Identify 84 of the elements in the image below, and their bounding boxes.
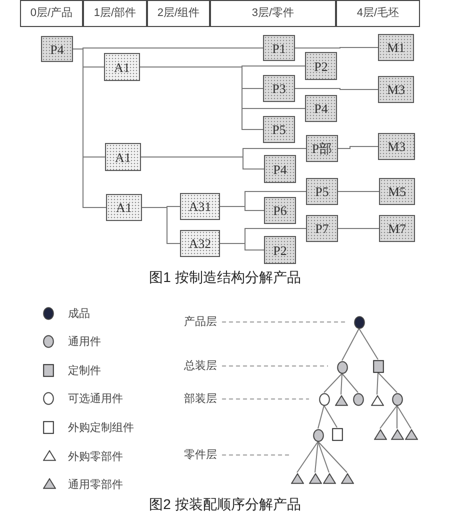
triangle-symbol	[374, 428, 386, 440]
connector-line	[378, 372, 398, 393]
connector-line	[140, 156, 264, 170]
part-box: P3	[263, 75, 295, 102]
connector-line	[318, 441, 330, 473]
triangle-symbol	[340, 472, 354, 484]
part-box: P7	[306, 215, 338, 242]
triangle-symbol	[322, 472, 336, 484]
connector-line	[380, 405, 398, 429]
part-box: M3	[378, 133, 415, 160]
header-cell: 0层/产品	[20, 0, 83, 27]
part-box: P4	[305, 95, 337, 122]
connector-line	[342, 373, 358, 393]
connector-line	[72, 48, 106, 208]
connector-line	[140, 66, 264, 130]
circle-symbol	[352, 392, 364, 406]
figure-caption: 图2 按装配顺序分解产品	[148, 495, 302, 514]
part-box: M5	[379, 178, 415, 205]
legend-label: 通用件	[68, 334, 101, 350]
part-box: P1	[263, 35, 295, 61]
level-label: 零件层	[183, 448, 217, 463]
connector-line	[296, 441, 318, 473]
part-box: M1	[378, 34, 414, 61]
part-box: P4	[264, 155, 296, 183]
connector-line	[220, 206, 264, 211]
circle-symbol	[336, 360, 348, 374]
connector-line	[324, 373, 342, 393]
square-symbol	[372, 360, 384, 372]
part-box: P部	[306, 135, 338, 162]
triangle-symbol	[334, 394, 348, 406]
legend-label: 外购定制组件	[68, 420, 134, 436]
connector-line	[338, 228, 380, 229]
part-box: A31	[180, 193, 220, 220]
triangle-symbol	[390, 428, 404, 440]
connector-line	[340, 373, 342, 395]
connector-line	[396, 405, 412, 429]
connector-line	[294, 47, 378, 48]
part-box: A32	[180, 230, 220, 257]
part-box: A1	[105, 143, 141, 171]
circle-symbol	[318, 392, 330, 406]
connector-line	[338, 191, 380, 192]
legend-label: 外购零部件	[68, 450, 123, 465]
triangle-symbol	[404, 428, 418, 440]
part-box: P4	[41, 36, 73, 62]
level-label: 部装层	[183, 392, 217, 407]
part-box: A1	[106, 194, 142, 221]
part-box: M3	[378, 76, 414, 103]
circle-symbol	[392, 392, 402, 406]
legend-label: 可选通用件	[68, 392, 123, 407]
header-cell: 2层/组件	[147, 0, 210, 27]
triangle-symbol	[370, 394, 384, 406]
triangle-symbol	[290, 472, 304, 484]
connector-line	[376, 372, 378, 395]
connector-line	[324, 405, 338, 428]
connector-line	[318, 405, 324, 429]
level-label: 产品层	[183, 314, 217, 330]
connector-line	[294, 88, 378, 90]
part-box: P2	[305, 52, 337, 80]
connector-line	[396, 405, 398, 429]
connector-line	[342, 328, 360, 361]
connector-line	[338, 146, 378, 149]
part-box: P5	[306, 178, 338, 205]
connector-line	[318, 441, 348, 473]
connector-line	[220, 243, 264, 250]
part-box: P5	[263, 116, 295, 143]
connector-line	[358, 328, 378, 360]
part-box: A1	[104, 53, 140, 81]
legend-label: 成品	[68, 307, 90, 322]
circle-symbol	[354, 316, 364, 328]
part-box: M7	[379, 215, 415, 242]
circle-symbol	[312, 428, 324, 442]
connector-line	[142, 207, 180, 244]
header-cell: 3层/零件	[210, 0, 336, 27]
part-box: P6	[264, 197, 296, 224]
figure-caption: 图1 按制造结构分解产品	[148, 268, 302, 287]
legend-label: 通用零部件	[68, 478, 123, 493]
part-box: P2	[264, 236, 296, 264]
header-cell: 1层/部件	[83, 0, 147, 27]
square-symbol	[332, 428, 342, 440]
level-label: 总装层	[183, 359, 217, 374]
connector-line	[314, 441, 318, 473]
legend-label: 定制件	[68, 364, 101, 379]
triangle-symbol	[308, 472, 322, 484]
header-cell: 4层/毛坯	[336, 0, 420, 27]
